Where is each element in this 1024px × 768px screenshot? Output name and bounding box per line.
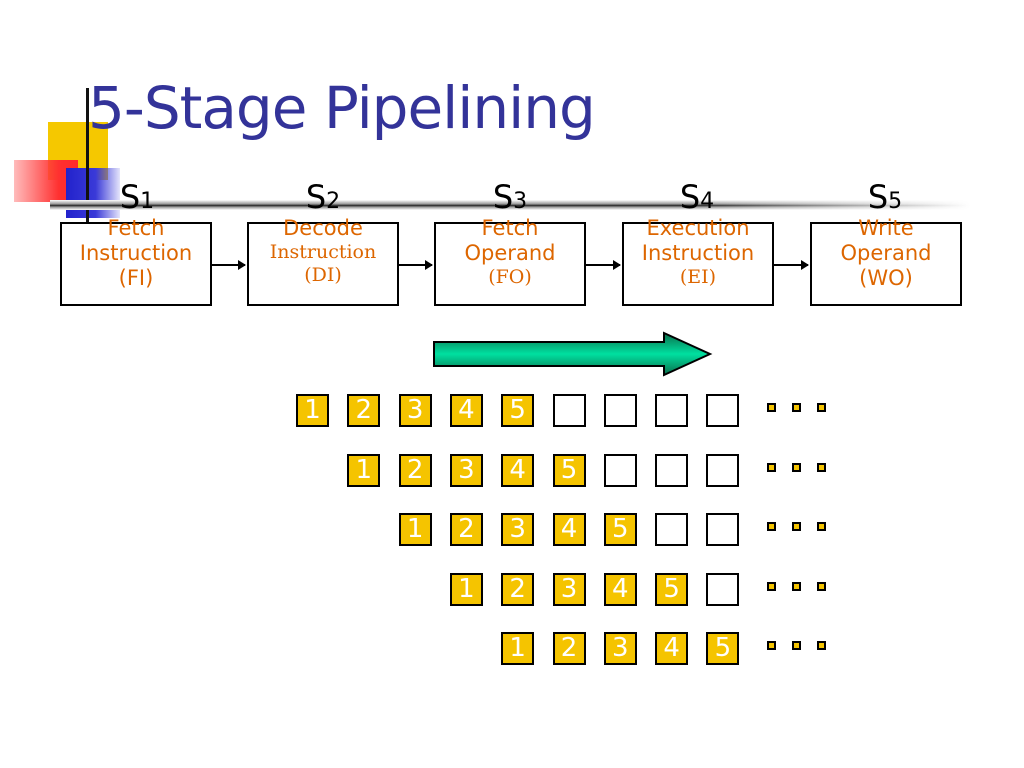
stage-box-line3: (FO): [488, 266, 532, 289]
stage-cell: 3: [603, 632, 637, 665]
stage-box-line1: Execution: [646, 216, 750, 240]
stage-box-write-operand: Write Operand (WO): [810, 216, 962, 306]
stage-cell: 4: [655, 632, 689, 665]
stage-box-line2: Operand: [840, 241, 932, 266]
ellipsis-dot: [767, 641, 776, 650]
stage-cell: 1: [501, 632, 535, 665]
stage-cell: 5: [552, 453, 586, 487]
stage-label-1: S1: [119, 178, 155, 216]
empty-cell: [603, 394, 637, 427]
empty-cell: [655, 453, 689, 487]
stage-label-2: S2: [305, 178, 341, 216]
ellipsis-dot: [817, 462, 826, 472]
stage-cell: 5: [706, 632, 740, 665]
empty-cell: [655, 513, 689, 546]
ellipsis-dot: [792, 462, 801, 472]
stage-box-line1: Decode: [283, 216, 363, 240]
stage-cell: 1: [296, 394, 329, 427]
ellipsis-dot: [817, 522, 826, 531]
stage-label-4: S4: [679, 178, 715, 216]
ellipsis-dot: [817, 641, 826, 650]
stage-box-line2: Operand: [464, 241, 556, 266]
stage-box-fetch-instruction: Fetch Instruction (FI): [60, 216, 212, 306]
empty-cell: [706, 572, 740, 606]
stage-box-decode-instruction: Decode Instruction (DI): [247, 216, 399, 306]
stage-cell: 4: [552, 513, 586, 546]
ellipsis-dot: [767, 403, 776, 412]
stage-cell: 4: [501, 453, 535, 487]
decor-vertical-line: [86, 88, 89, 228]
stage-cell: 5: [501, 394, 535, 427]
stage-box-line2: Instruction: [641, 241, 755, 266]
stage-label-3: S3: [492, 178, 528, 216]
ellipsis-dots: [767, 462, 826, 472]
stage-label-5: S5: [867, 178, 903, 216]
stage-cell: 1: [347, 453, 381, 487]
stage-box-line1: Fetch: [107, 216, 165, 240]
stage-cell: 3: [398, 394, 432, 427]
decor-blue-square: [66, 168, 120, 218]
stage-box-line3: (FI): [118, 266, 154, 291]
ellipsis-dots: [767, 522, 826, 531]
ellipsis-dot: [767, 581, 776, 591]
empty-cell: [552, 394, 586, 427]
ellipsis-dots: [767, 641, 826, 650]
stage-cell: 1: [398, 513, 432, 546]
empty-cell: [603, 453, 637, 487]
decor-horizontal-line: [50, 200, 970, 210]
ellipsis-dot: [817, 403, 826, 412]
stage-cell: 4: [603, 572, 637, 606]
empty-cell: [706, 394, 740, 427]
empty-cell: [706, 513, 740, 546]
stage-cell: 3: [552, 572, 586, 606]
stage-cell: 5: [655, 572, 689, 606]
ellipsis-dot: [817, 581, 826, 591]
stage-cell: 4: [449, 394, 483, 427]
stage-cell: 2: [501, 572, 535, 606]
ellipsis-dots: [767, 403, 826, 412]
stage-cell: 2: [552, 632, 586, 665]
ellipsis-dot: [792, 641, 801, 650]
flow-direction-arrow: [433, 331, 713, 377]
arrow-s4-s5: [774, 260, 809, 270]
ellipsis-dot: [792, 522, 801, 531]
stage-box-line1: Write: [858, 216, 914, 240]
stage-box-fetch-operand: Fetch Operand (FO): [434, 216, 586, 306]
ellipsis-dot: [792, 581, 801, 591]
stage-box-execution-instruction: Execution Instruction (EI): [622, 216, 774, 306]
ellipsis-dot: [767, 462, 776, 472]
stage-cell: 2: [347, 394, 381, 427]
stage-box-line2: Instruction: [269, 241, 377, 264]
stage-box-line3: (EI): [679, 266, 717, 289]
ellipsis-dot: [767, 522, 776, 531]
stage-box-line3: (WO): [859, 266, 913, 291]
stage-box-line1: Fetch: [481, 216, 539, 240]
ellipsis-dots: [767, 581, 826, 591]
arrow-s1-s2: [212, 260, 246, 270]
stage-cell: 1: [449, 572, 483, 606]
stage-cell: 3: [449, 453, 483, 487]
slide-title: 5-Stage Pipelining: [88, 74, 596, 142]
empty-cell: [706, 453, 740, 487]
stage-cell: 5: [603, 513, 637, 546]
arrow-s3-s4: [586, 260, 621, 270]
ellipsis-dot: [792, 403, 801, 412]
arrow-s2-s3: [399, 260, 433, 270]
stage-cell: 2: [398, 453, 432, 487]
stage-cell: 2: [449, 513, 483, 546]
stage-box-line3: (DI): [304, 263, 342, 286]
stage-cell: 3: [501, 513, 535, 546]
empty-cell: [655, 394, 689, 427]
stage-box-line2: Instruction: [79, 241, 193, 266]
